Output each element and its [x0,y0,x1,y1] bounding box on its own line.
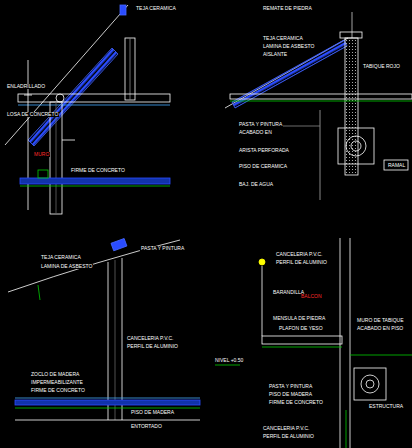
callout-label: BAJ. DE AGUA [238,182,274,187]
callout-label: TABIQUE ROJO [362,64,401,69]
callout-label: FIRME DE CONCRETO [268,400,324,405]
callout-label: PISO DE MADERA [268,392,313,397]
callout-label: MURO [33,152,50,157]
callout-label: PASTA Y PINTURA [268,384,313,389]
callout-label: ZOCLO DE MADERA [30,372,80,377]
callout-label: TEJA CERAMICA [262,36,304,41]
callout-label: ESTRUCTURA [368,404,404,409]
callout-label: TEJA CERAMICA [40,255,82,260]
callout-label: ACABADO EN [238,130,273,135]
callout-label: BALCON [300,294,323,299]
callout-label: ENTORTADO [130,424,163,429]
callout-label: PASTA Y PINTURA [140,246,185,251]
callout-label: ACABADO EN PISO [356,326,404,331]
callout-label: RAMAL [387,163,406,168]
callout-label: FIRME DE CONCRETO [30,388,86,393]
callout-label: LOSA DE CONCRETO [6,112,59,117]
callout-label: CANCELERIA P.V.C. [262,426,310,431]
callout-label: LAMINA DE ASBESTO [40,264,93,269]
callout-label: FIRME DE CONCRETO [70,168,126,173]
callout-label: ENLADRILLADO [6,84,46,89]
callout-label: MENSULA DE PIEDRA [272,316,326,321]
callout-label: ARISTA PERFORADA [238,148,290,153]
callout-label: PISO DE MADERA [130,410,175,415]
callout-label: REMATE DE PIEDRA [262,6,313,11]
callout-label: CANCELERIA P.V.C. [275,252,323,257]
callout-label: IMPERMEABILIZANTE [30,380,84,385]
callout-label: PASTA Y PINTURA [238,122,283,127]
callout-label: PISO DE CERAMICA [238,164,288,169]
callout-label: NIVEL +0.50 [214,358,244,363]
callout-label: CANCELERIA P.V.C. [126,336,174,341]
callout-label: AISLANTE [262,52,288,57]
callout-label: PERFIL DE ALUMINIO [262,434,315,439]
callout-label: LAMINA DE ASBESTO [262,44,315,49]
callout-label: PERFIL DE ALUMINIO [126,344,179,349]
callout-label: MURO DE TABIQUE [356,318,405,323]
callout-label: TEJA CERAMICA [135,6,177,11]
callout-label: PLAFON DE YESO [278,326,324,331]
callout-label: PERFIL DE ALUMINIO [275,260,328,265]
